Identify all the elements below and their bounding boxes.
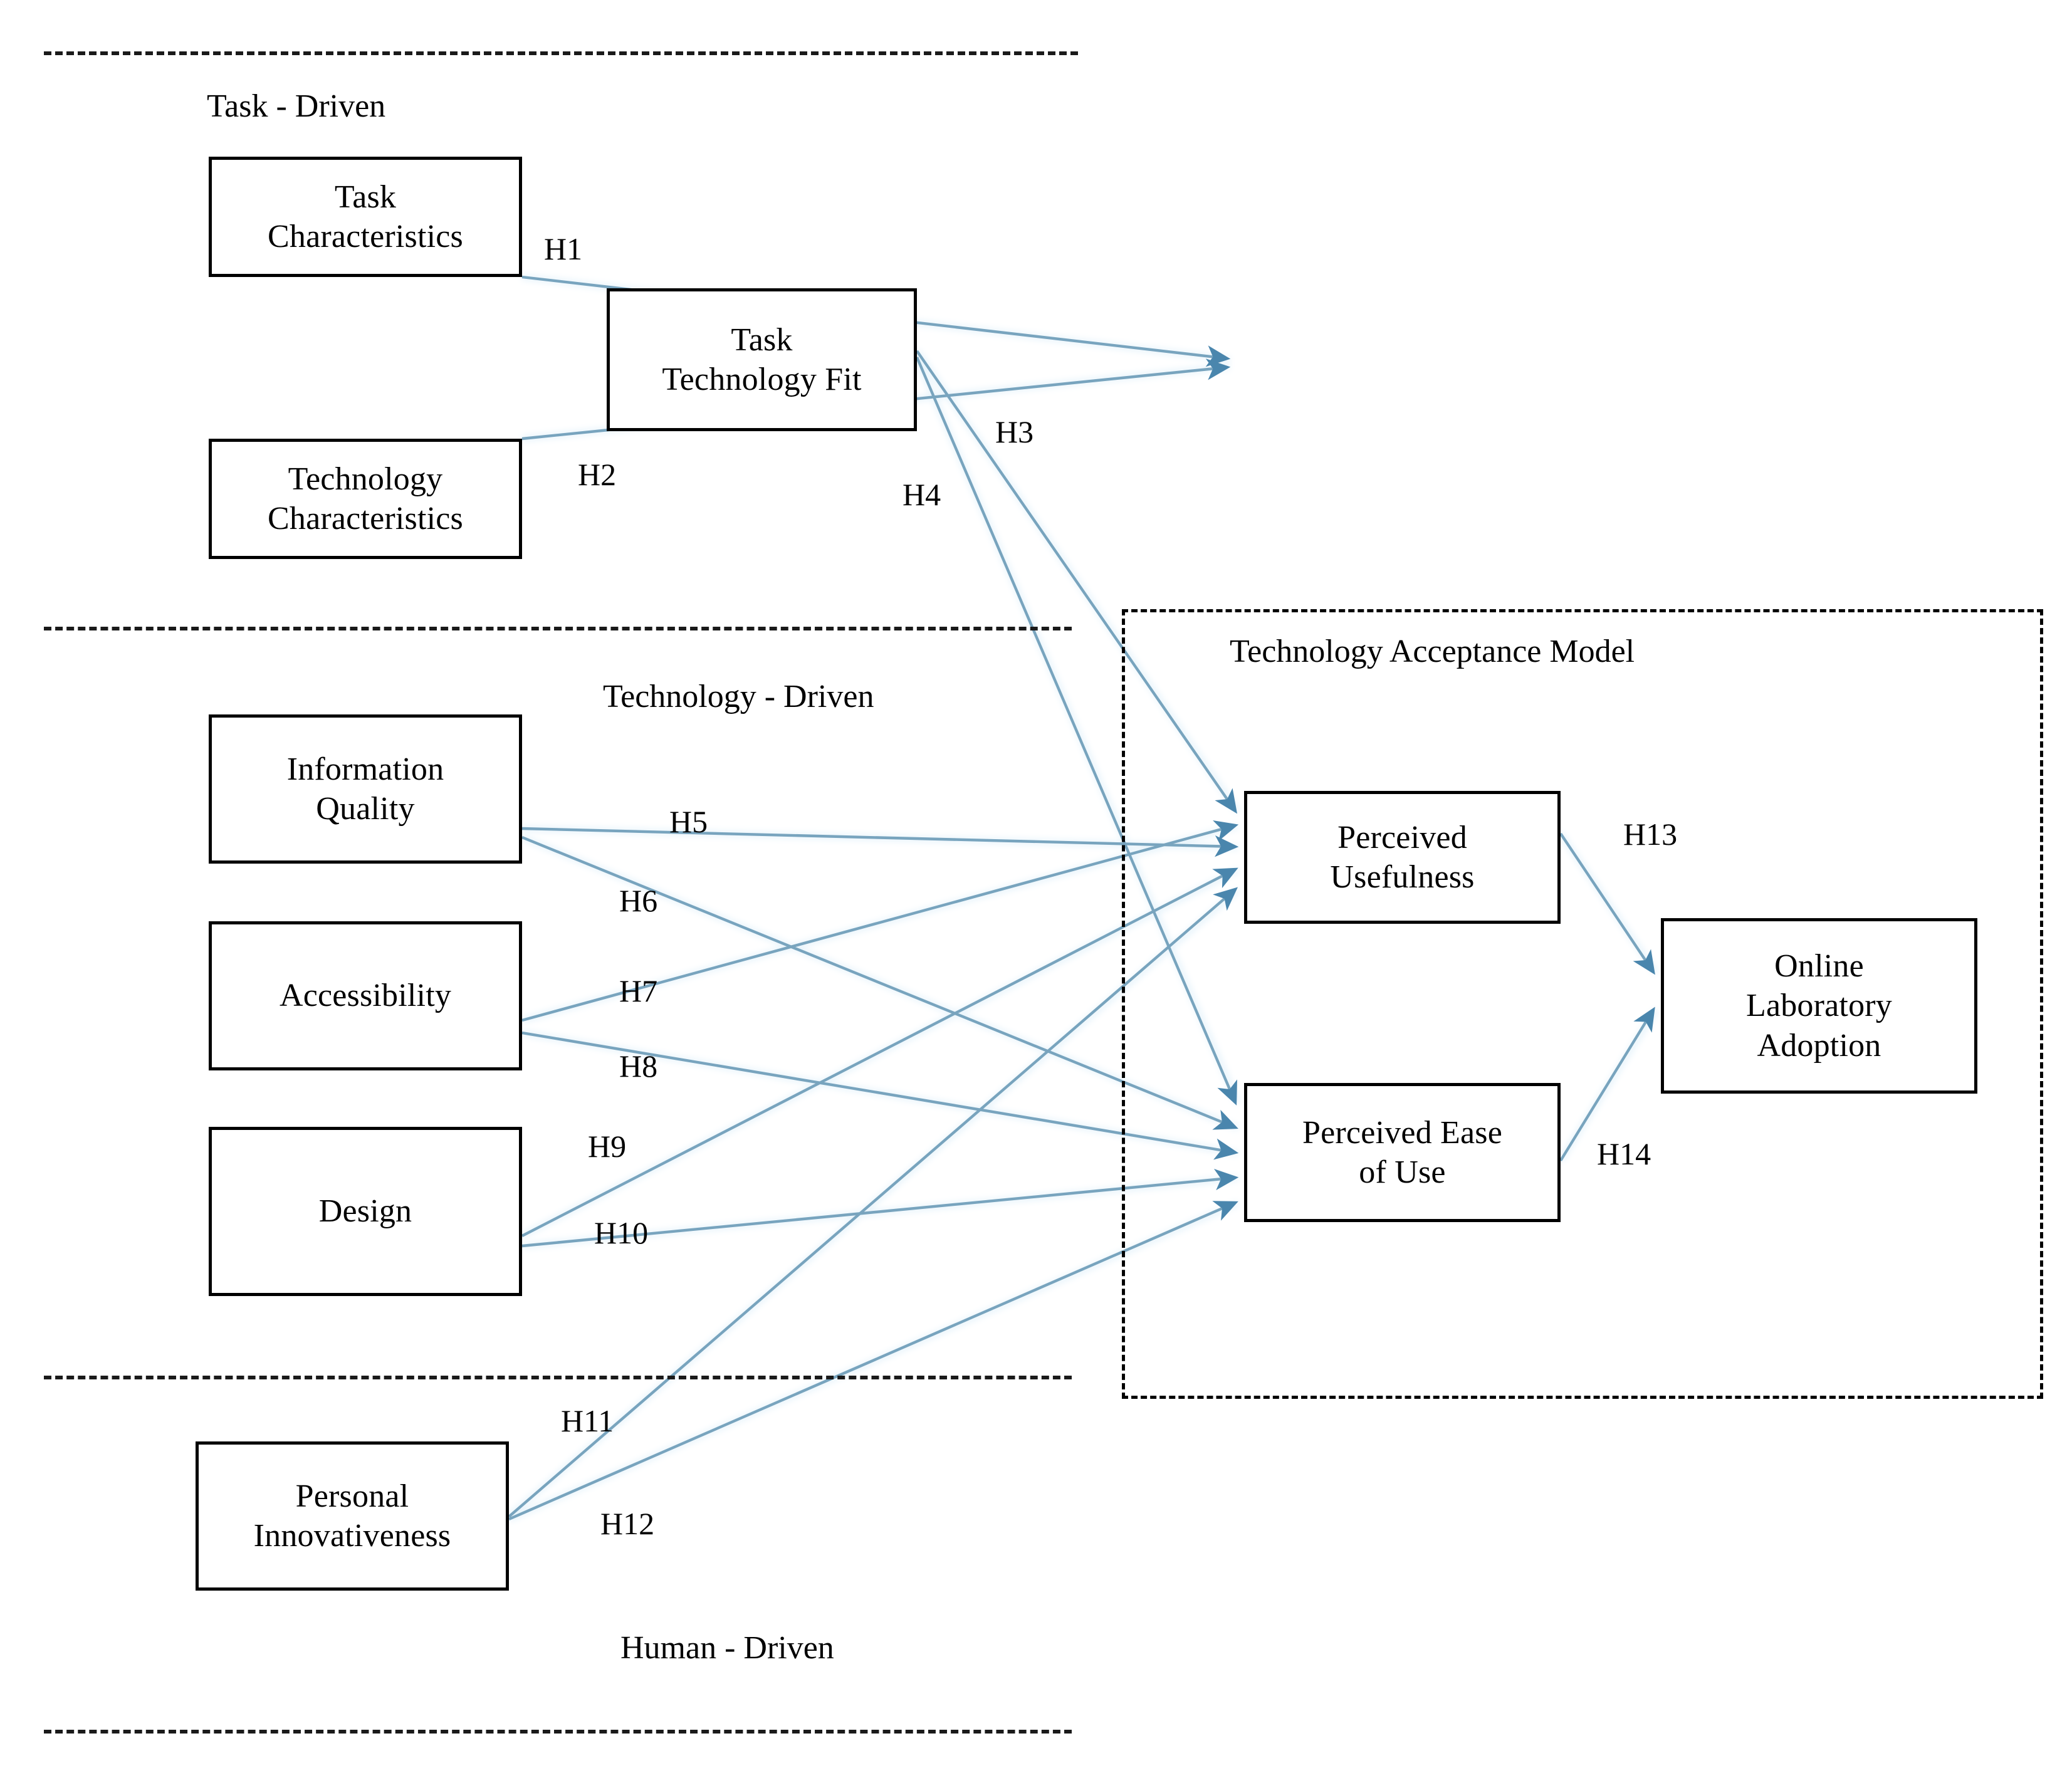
node-perceived-usefulness[interactable]: Perceived Usefulness	[1244, 791, 1561, 924]
group-label-human-driven: Human - Driven	[620, 1630, 834, 1666]
node-online-laboratory-adoption[interactable]: Online Laboratory Adoption	[1661, 918, 1977, 1094]
group-label-technology-driven: Technology - Driven	[603, 679, 874, 714]
divider-bottom	[44, 1730, 1072, 1734]
node-personal-innovativeness[interactable]: Personal Innovativeness	[196, 1441, 509, 1591]
node-technology-characteristics[interactable]: Technology Characteristics	[209, 439, 522, 559]
hypothesis-label-h14: H14	[1597, 1136, 1651, 1171]
hypothesis-label-h8: H8	[619, 1048, 658, 1084]
hypothesis-label-h9: H9	[588, 1129, 627, 1164]
hypothesis-label-h10: H10	[594, 1215, 649, 1250]
technology-acceptance-model-frame	[1122, 609, 2043, 1399]
divider-top	[44, 51, 1078, 55]
node-task-characteristics[interactable]: Task Characteristics	[209, 157, 522, 277]
hypothesis-label-h6: H6	[619, 883, 658, 918]
hypothesis-label-h13: H13	[1623, 817, 1678, 852]
hypothesis-label-h3: H3	[995, 414, 1034, 449]
node-perceived-ease-of-use[interactable]: Perceived Ease of Use	[1244, 1083, 1561, 1222]
divider-middle	[44, 627, 1072, 630]
hypothesis-label-h11: H11	[561, 1403, 614, 1438]
group-label-technology-acceptance-model: Technology Acceptance Model	[1230, 634, 1635, 669]
node-design[interactable]: Design	[209, 1127, 522, 1296]
group-label-task-driven: Task - Driven	[207, 88, 386, 124]
hypothesis-label-h12: H12	[600, 1506, 655, 1541]
node-information-quality[interactable]: Information Quality	[209, 714, 522, 864]
hypothesis-label-h5: H5	[669, 804, 708, 839]
divider-lower	[44, 1376, 1072, 1379]
hypothesis-label-h1: H1	[544, 231, 583, 266]
node-task-technology-fit[interactable]: Task Technology Fit	[607, 288, 917, 431]
hypothesis-label-h4: H4	[903, 477, 941, 512]
hypothesis-label-h7: H7	[619, 973, 658, 1008]
hypothesis-label-h2: H2	[578, 457, 617, 492]
node-accessibility[interactable]: Accessibility	[209, 921, 522, 1070]
